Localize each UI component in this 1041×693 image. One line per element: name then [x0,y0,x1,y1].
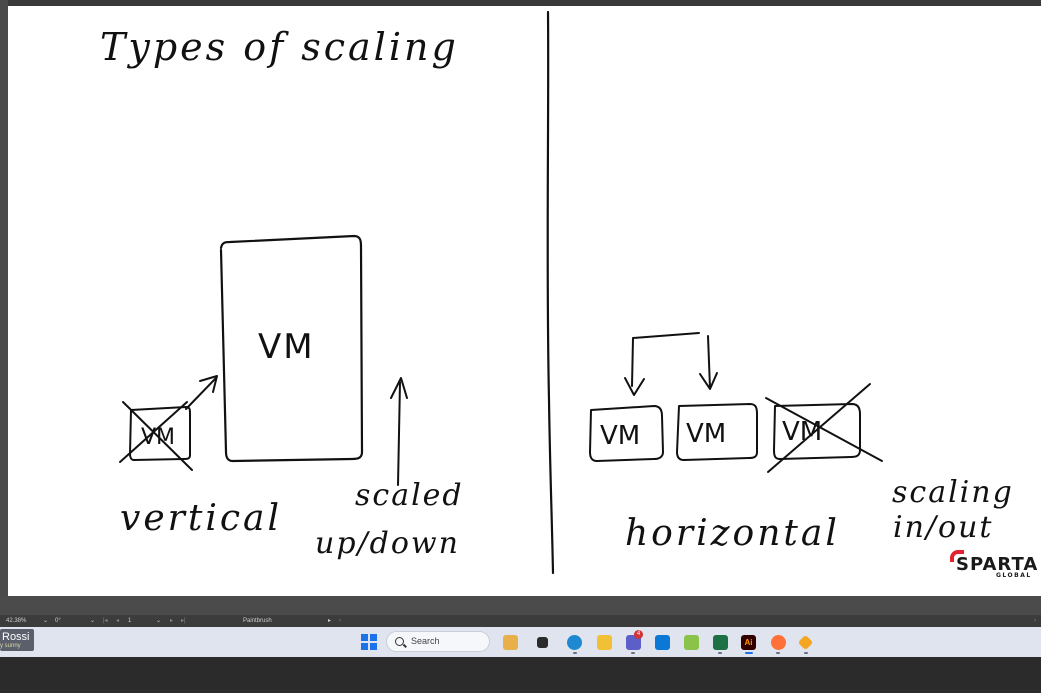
vm-box-large [219,234,364,463]
cross-h3-b [767,383,871,473]
sparta-wordmark: SPARTA [956,554,1039,575]
excel-running-indicator [718,652,722,654]
scroll-left-icon[interactable]: ‹ [339,618,341,624]
scroll-right-icon[interactable]: › [1034,618,1036,624]
vscode-icon[interactable] [655,635,670,650]
in-out-label: in/out [893,510,993,545]
canvas-title: Types of scaling [100,25,459,69]
weather-title: Rossi [2,631,30,643]
vm-box-h1 [589,405,664,462]
divider-line [546,10,555,575]
weather-widget[interactable]: Rossi y sunny [0,629,34,651]
last-artboard-icon[interactable]: ▸| [181,618,186,624]
cross-line-a [122,401,193,471]
next-artboard-icon[interactable]: ▸ [170,618,174,624]
file-explorer-icon[interactable] [597,635,612,650]
screen-bottom-edge [0,657,1041,693]
teams-notification-badge: 4 [634,630,643,639]
edge-browser-icon[interactable] [567,635,582,650]
cross-line-b [119,401,188,463]
vertical-label: vertical [120,498,282,539]
first-artboard-icon[interactable]: |◂ [103,618,108,624]
weather-condition: y sunny [0,643,21,649]
windows-start-icon[interactable] [361,634,377,650]
vm-large-label: VM [258,327,315,367]
bracket-arrow-shaft-2 [707,335,711,389]
scaled-label: scaled [355,478,464,513]
arrow-to-large-vm [185,377,217,410]
search-placeholder: Search [411,636,440,646]
vm-box-small [129,406,191,461]
vm-h1-label: VM [600,421,640,451]
previous-artboard-icon[interactable]: ◂ [116,618,120,624]
drawing-canvas[interactable]: Types of scaling VM VM vertical scaled u… [8,6,1041,596]
illustrator-icon[interactable]: Ai [741,635,756,650]
canvas-bottom-gutter [0,596,1041,615]
task-view-icon[interactable] [537,637,548,648]
vm-box-h2 [676,403,758,461]
work-briefcase-icon[interactable] [503,635,518,650]
illustrator-status-bar: 42.38% ⌄ 0° ⌄ |◂ ◂ 1 ⌄ ▸ ▸| Paintbrush ▸… [0,615,1041,627]
current-tool: Paintbrush [243,618,272,624]
up-arrow-head [390,377,408,399]
bracket-arrow-head-1 [624,377,645,396]
status-menu-icon[interactable]: ▸ [328,618,332,624]
excel-icon[interactable] [713,635,728,650]
search-icon [395,637,404,646]
firefox-running-indicator [776,652,780,654]
sketch-running-indicator [804,652,808,654]
firefox-icon[interactable] [771,635,786,650]
bracket-line [631,332,700,387]
cross-h3-a [765,397,883,462]
artboard-dropdown-icon[interactable]: ⌄ [156,618,162,624]
sparta-logo-mark [950,550,964,562]
vm-h2-label: VM [686,419,726,449]
up-arrow-shaft [397,381,401,486]
sparta-global-logo: SPARTA GLOBAL [948,548,1041,582]
rotation-dropdown-icon[interactable]: ⌄ [90,618,96,624]
horizontal-label: horizontal [625,513,840,554]
zoom-dropdown-icon[interactable]: ⌄ [43,618,49,624]
artboard-number[interactable]: 1 [128,618,132,624]
illustrator-active-indicator [745,652,753,654]
teams-running-indicator [631,652,635,654]
paint-app-icon[interactable] [684,635,699,650]
scaling-label: scaling [892,475,1014,510]
zoom-level[interactable]: 42.38% [6,618,27,624]
taskbar-search-box[interactable]: Search [386,631,490,652]
whiteboard-drawing: Types of scaling VM VM vertical scaled u… [100,10,1014,575]
window-top-edge [0,0,1041,6]
edge-running-indicator [573,652,577,654]
rotation-angle[interactable]: 0° [55,618,61,624]
vm-box-h3 [773,403,861,460]
bracket-arrow-head-2 [699,372,718,390]
up-down-label: up/down [315,526,460,561]
windows-taskbar [0,627,1041,657]
left-panel-edge [0,0,8,615]
sparta-sub-wordmark: GLOBAL [996,572,1032,579]
arrow-head-right [199,375,218,393]
